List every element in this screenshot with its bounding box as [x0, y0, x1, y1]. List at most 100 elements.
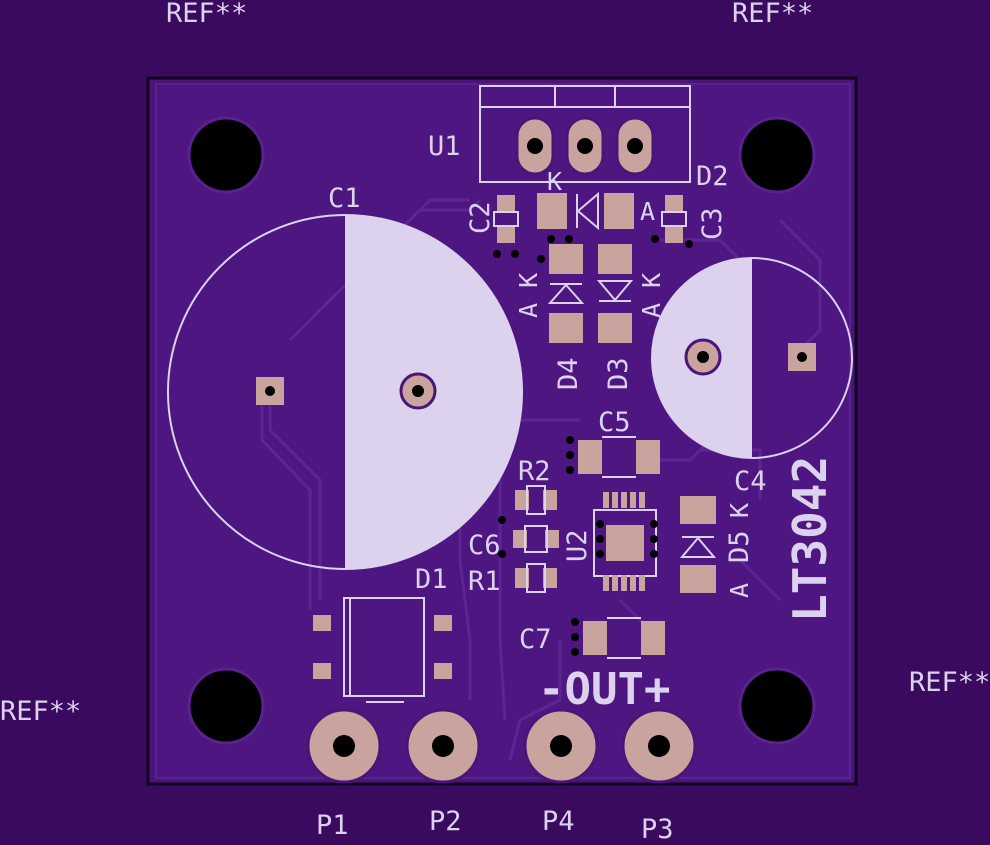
mounting-holes	[187, 116, 816, 745]
d2-symbol-triangle	[576, 191, 599, 231]
d1-pad-1	[313, 615, 331, 631]
mounting-hole-bottom-right	[738, 667, 816, 745]
r1-outline	[526, 563, 546, 593]
c2-pad-1	[497, 195, 515, 213]
r1-pad-1	[515, 568, 529, 588]
p3-drill	[648, 735, 670, 757]
label-p1: P1	[316, 810, 349, 840]
mounting-hole-bottom-left	[187, 667, 265, 745]
c7-pad-2	[641, 621, 665, 655]
capacitor-c7	[583, 617, 665, 659]
d3-pad-a	[598, 244, 632, 274]
c5-pad-1	[578, 440, 602, 474]
capacitor-c3	[661, 195, 687, 243]
ref-bottom-right: REF**	[909, 667, 990, 698]
c1-outline	[167, 214, 523, 570]
label-c3: C3	[697, 207, 728, 240]
c4-pad-round-drill	[697, 351, 709, 363]
d1-pad-2	[313, 663, 331, 679]
label-c2: C2	[465, 201, 496, 234]
label-d2: D2	[696, 161, 729, 192]
label-d5-pin-k: K	[725, 503, 754, 518]
c6-pad-2	[545, 530, 559, 548]
label-r2: R2	[518, 456, 551, 487]
label-c5: C5	[598, 407, 631, 438]
p4-drill	[550, 735, 572, 757]
d5-pad-a	[680, 565, 716, 593]
r2-outline	[526, 485, 546, 515]
label-p2: P2	[429, 806, 462, 837]
label-d2-pin-k: K	[547, 167, 562, 196]
diode-d4	[547, 244, 585, 343]
capacitor-c2	[493, 195, 519, 243]
c4-outline	[651, 257, 853, 459]
d1-pad-3	[434, 615, 452, 631]
d1-pad-4	[434, 663, 452, 679]
c6-pad-1	[513, 530, 527, 548]
label-d2-pin-a: A	[640, 197, 655, 226]
c4-pad-square-drill	[797, 352, 807, 362]
r2-pad-2	[543, 490, 557, 510]
capacitor-c4	[651, 257, 853, 459]
vias	[493, 235, 693, 656]
label-p4: P4	[542, 806, 575, 837]
label-u2: U2	[562, 529, 593, 562]
ref-top-left: REF**	[166, 0, 247, 29]
bridge-d1	[313, 597, 452, 703]
u2-thermal-pad	[606, 525, 644, 561]
c1-pad-square-drill	[265, 386, 275, 396]
d3-symbol-triangle	[596, 280, 634, 302]
diode-d5	[679, 496, 717, 593]
label-r1: R1	[468, 566, 501, 597]
label-d1: D1	[415, 564, 448, 595]
d1-outline	[343, 597, 425, 697]
diode-d3	[596, 244, 634, 343]
u1-pin1-drill	[527, 138, 543, 154]
u1-outline	[479, 85, 691, 183]
d2-pad-a	[604, 193, 634, 229]
d4-symbol-triangle	[547, 283, 585, 304]
u2-pins-top	[603, 492, 645, 508]
d2-pad-k	[537, 193, 567, 229]
d5-symbol-triangle	[679, 536, 717, 558]
u1-pin3-drill	[627, 138, 643, 154]
c3-outline	[661, 211, 687, 227]
d3-pad-k	[598, 313, 632, 343]
label-c4: C4	[734, 466, 767, 497]
label-c6: C6	[468, 530, 501, 561]
label-d5-pin-a: A	[725, 583, 754, 598]
capacitor-c5	[578, 436, 660, 478]
resistor-r2	[515, 485, 557, 515]
label-d3-pins: A K	[637, 273, 666, 318]
d4-pad-k	[549, 244, 583, 274]
mounting-hole-top-right	[738, 116, 816, 194]
c3-pad-1	[665, 195, 683, 213]
label-c7: C7	[519, 624, 552, 655]
resistor-r1	[515, 563, 557, 593]
connector-pads	[306, 708, 697, 784]
u1-pin2-drill	[577, 138, 593, 154]
d4-pad-a	[549, 313, 583, 343]
c7-pad-1	[583, 621, 607, 655]
d5-pad-k	[680, 496, 716, 524]
c1-pad-round-drill	[412, 385, 424, 397]
label-d4-pins: A K	[514, 273, 543, 318]
label-p3: P3	[641, 814, 674, 840]
capacitor-c1	[167, 214, 523, 570]
c6-outline	[524, 525, 548, 553]
label-c1: C1	[328, 183, 361, 214]
label-d5: D5	[724, 530, 755, 563]
ic-u2	[593, 492, 657, 591]
r1-pad-2	[543, 568, 557, 588]
c3-pad-2	[665, 225, 683, 243]
regulator-u1	[479, 85, 691, 183]
u2-pins-bottom	[603, 575, 645, 591]
ref-top-right: REF**	[732, 0, 813, 29]
r2-pad-1	[515, 490, 529, 510]
label-out: -OUT+	[538, 664, 670, 715]
p1-drill	[333, 735, 355, 757]
diode-d2	[537, 191, 634, 231]
